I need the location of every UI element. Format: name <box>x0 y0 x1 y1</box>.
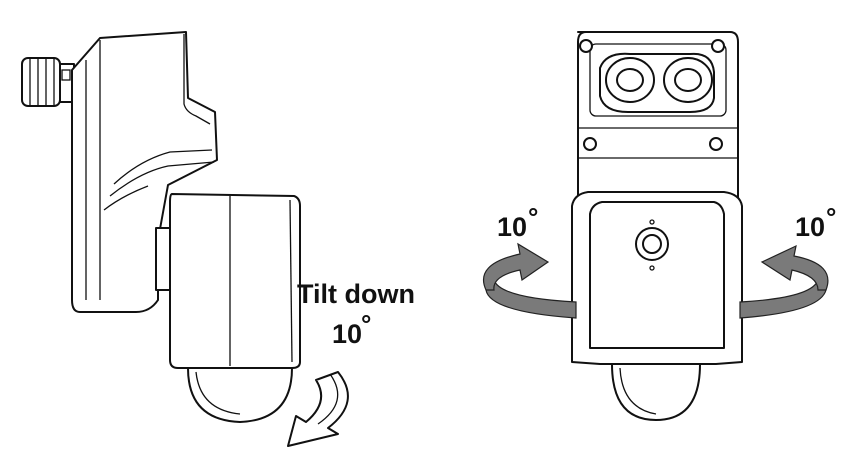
tilt-angle-label: 10 <box>332 319 362 349</box>
pir-sensor-side <box>187 367 293 423</box>
side-view-camera <box>21 31 301 423</box>
tilt-title-label: Tilt down <box>297 279 415 309</box>
rotate-left-degree-symbol: ° <box>528 202 538 232</box>
rotate-right-degree-symbol: ° <box>826 202 836 232</box>
curved-arrow-left-icon <box>482 242 550 291</box>
curved-arrow-down-icon <box>287 371 349 447</box>
pir-sensor-front <box>611 363 701 421</box>
camera-head-front <box>571 191 743 421</box>
rotation-band <box>485 278 827 319</box>
rotate-right-angle-label: 10 <box>795 212 825 242</box>
curved-arrow-right-icon <box>760 244 829 291</box>
screw-icon <box>711 39 725 53</box>
front-view-camera <box>485 31 827 421</box>
screw-icon <box>709 137 723 151</box>
camera-head-side <box>169 193 301 423</box>
cable-gland <box>21 57 75 107</box>
screw-icon <box>579 39 593 53</box>
screw-icon <box>583 137 597 151</box>
tilt-degree-symbol: ° <box>361 309 371 339</box>
front-bracket <box>577 31 739 201</box>
twin-light-lenses <box>599 52 715 113</box>
wall-bracket <box>71 31 218 313</box>
rotate-left-angle-label: 10 <box>497 212 527 242</box>
